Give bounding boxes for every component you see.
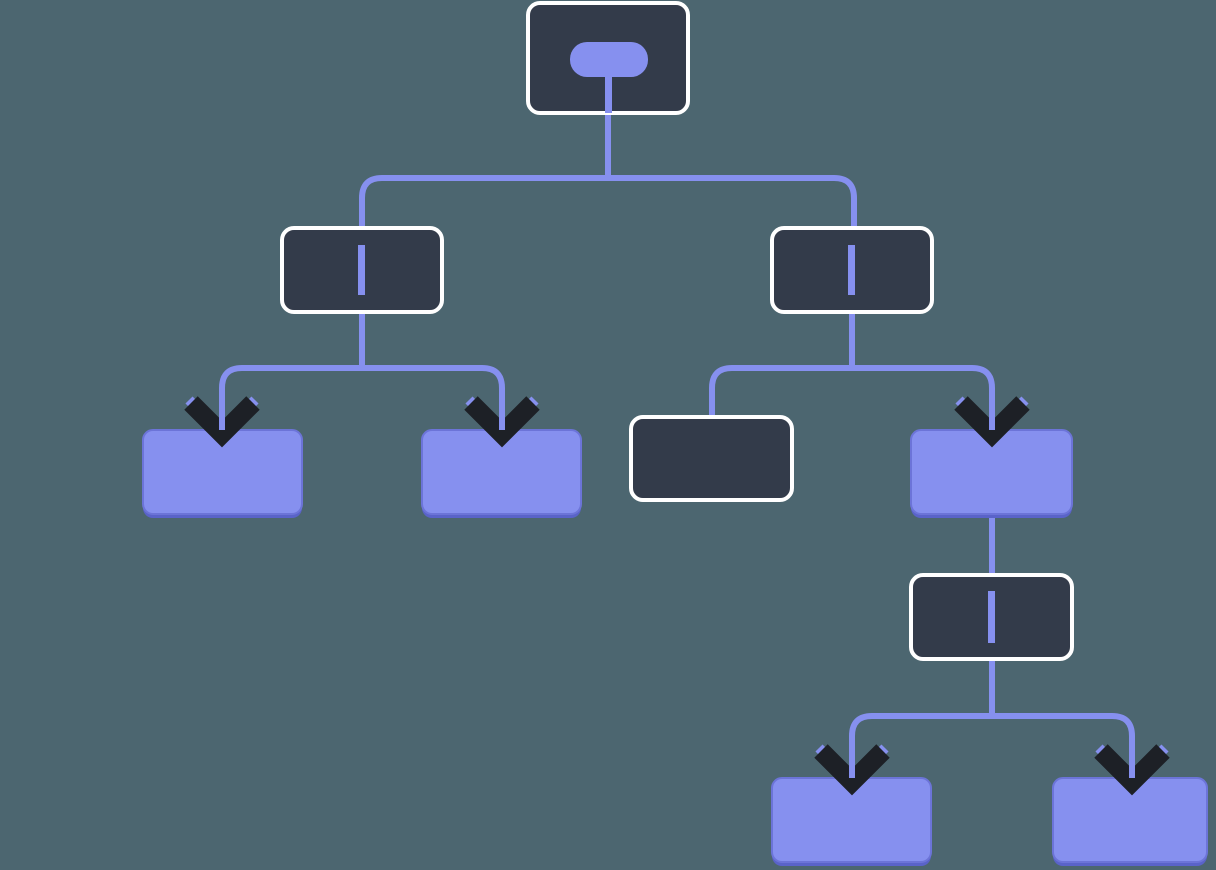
arrowhead-dark-chevron xyxy=(954,396,1030,448)
node-passthrough-bar xyxy=(848,245,855,295)
arrowhead-line-tip xyxy=(989,394,995,430)
arrowhead-level5-left xyxy=(814,742,890,796)
arrowhead-level3-b xyxy=(464,394,540,448)
level3-node-c[interactable] xyxy=(629,415,794,502)
root-node[interactable] xyxy=(526,1,690,115)
level2-right-node[interactable] xyxy=(770,226,934,314)
node-stem-glyph xyxy=(605,60,612,113)
arrowhead-line-tip xyxy=(849,742,855,778)
level5-right-node[interactable] xyxy=(1052,777,1208,866)
arrowhead-dark-chevron xyxy=(814,744,890,796)
nodes-layer xyxy=(142,1,1208,866)
arrowhead-dark-chevron xyxy=(1094,744,1170,796)
node-passthrough-bar xyxy=(988,591,995,643)
level3-node-d[interactable] xyxy=(910,429,1073,518)
node-pill-glyph xyxy=(570,42,648,77)
edge-bus-level3-right[interactable] xyxy=(709,365,995,424)
node-passthrough-bar xyxy=(358,245,365,295)
edge-bus-level3-left[interactable] xyxy=(219,365,505,424)
arrowhead-dark-chevron xyxy=(184,396,260,448)
arrowhead-level5-right xyxy=(1094,742,1170,796)
arrowhead-line-tip xyxy=(499,394,505,430)
level2-left-node[interactable] xyxy=(280,226,444,314)
arrowhead-line-tip xyxy=(1129,742,1135,778)
edge-bus-level2[interactable] xyxy=(359,175,857,312)
level3-node-a[interactable] xyxy=(142,429,303,518)
node-body xyxy=(629,415,794,502)
arrowhead-level3-d xyxy=(954,394,1030,448)
arrowhead-line-tip xyxy=(219,394,225,430)
level5-left-node[interactable] xyxy=(771,777,932,866)
arrowhead-level3-a xyxy=(184,394,260,448)
edge-bus-level5[interactable] xyxy=(849,713,1135,772)
arrowheads-layer xyxy=(184,394,1170,796)
level3-node-b[interactable] xyxy=(421,429,582,518)
arrowhead-dark-chevron xyxy=(464,396,540,448)
level4-node[interactable] xyxy=(909,573,1074,661)
